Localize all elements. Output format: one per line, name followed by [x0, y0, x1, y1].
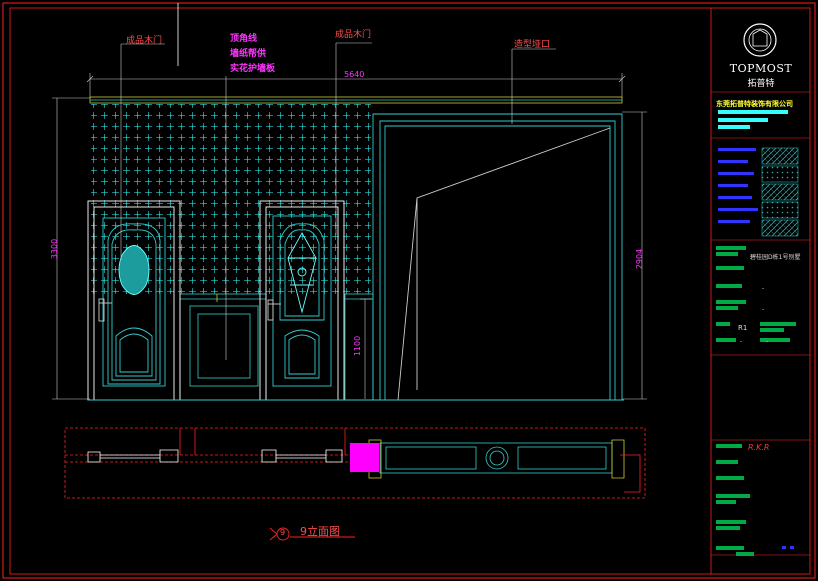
- annotation-leaders: [120, 42, 556, 360]
- dim-wainscot-height: 1100: [353, 335, 363, 357]
- label-arch-opening: 造型垭口: [514, 40, 551, 50]
- project-note: 碧桂园D栋1号别墅: [750, 254, 801, 261]
- label-wallpaper: 墙纸帮供: [230, 49, 267, 59]
- company-name: 东莞拓普特装饰有限公司: [716, 100, 793, 108]
- brand-logo-emblem: [743, 23, 777, 57]
- title-block: [711, 23, 810, 556]
- brand-name: TOPMOST: [729, 62, 793, 75]
- label-finished-door-left: 成品木门: [126, 36, 163, 46]
- label-top-trim: 顶角线: [230, 34, 258, 44]
- row-r: R1: [738, 324, 748, 332]
- wainscot-dimension: [360, 298, 372, 399]
- dash-a: -: [762, 285, 765, 292]
- crown-molding: [89, 96, 623, 104]
- dash-d: -: [766, 338, 769, 345]
- view-title-symbol: [269, 527, 355, 541]
- view-title-text: 9立面图: [300, 525, 340, 538]
- width-dimension: [86, 73, 626, 98]
- dash-b: -: [762, 306, 765, 313]
- label-wainscot: 实花护墙板: [230, 64, 276, 74]
- dim-right-height: 2904: [635, 248, 645, 270]
- dim-left-height: 3300: [50, 238, 60, 260]
- plan-view: [64, 427, 646, 499]
- label-finished-door-right: 成品木门: [335, 30, 372, 40]
- dim-total-width: 5640: [344, 70, 365, 79]
- brand-name-cn: 拓普特: [747, 79, 775, 89]
- dash-c: -: [740, 338, 743, 345]
- plan-column-fill: [350, 443, 379, 472]
- right-height-dimension: [622, 111, 647, 400]
- left-height-dimension: [52, 97, 90, 400]
- view-title-number: 9: [280, 528, 286, 537]
- signature: R.K.R: [748, 443, 770, 452]
- arch-opening: [372, 113, 623, 401]
